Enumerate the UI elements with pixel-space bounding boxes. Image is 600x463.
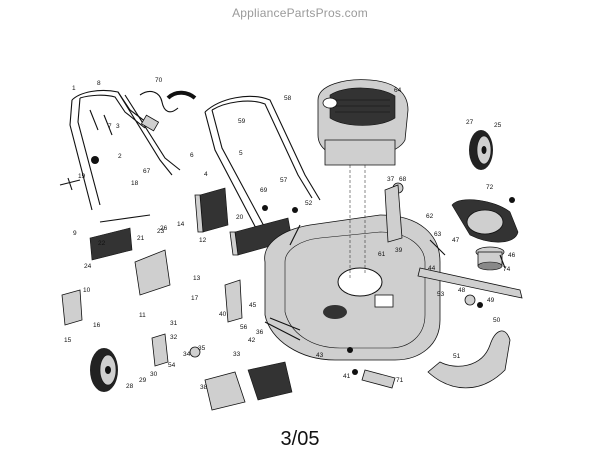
- callout-49: 49: [487, 297, 495, 304]
- cable-illustration: [139, 90, 197, 113]
- callout-44: 44: [428, 265, 436, 272]
- callout-20: 20: [236, 214, 244, 221]
- callout-32: 32: [170, 334, 178, 341]
- callout-59: 59: [238, 118, 246, 125]
- callout-46: 46: [508, 252, 516, 259]
- callout-29: 29: [139, 377, 147, 384]
- callout-5: 5: [239, 150, 243, 157]
- callout-30: 30: [150, 371, 158, 378]
- callout-33: 33: [233, 351, 241, 358]
- callout-11: 11: [139, 312, 146, 319]
- callout-2: 2: [118, 153, 122, 160]
- callout-61: 61: [378, 251, 386, 258]
- page-number: 3/05: [280, 428, 320, 450]
- callout-9: 9: [73, 230, 77, 237]
- callout-58: 58: [284, 95, 292, 102]
- callout-38: 38: [200, 384, 208, 391]
- callout-13: 13: [193, 275, 201, 282]
- callout-39: 39: [395, 247, 403, 254]
- height-adjuster-illustration: [61, 249, 243, 367]
- callout-64: 64: [394, 87, 402, 94]
- callout-34: 34: [183, 351, 191, 358]
- callout-28: 28: [126, 383, 134, 390]
- callout-24: 24: [84, 263, 92, 270]
- callout-31: 31: [170, 320, 178, 327]
- callout-74: 74: [503, 266, 511, 273]
- callout-70: 70: [155, 77, 163, 84]
- callout-8: 8: [97, 80, 101, 87]
- side-shields-illustration: [89, 187, 293, 261]
- callout-63: 63: [434, 231, 442, 238]
- front-wheel-illustration: [90, 348, 118, 392]
- lower-handle-illustration: [204, 95, 321, 233]
- callout-42: 42: [248, 337, 256, 344]
- callout-40: 40: [219, 311, 227, 318]
- callout-26: 26: [160, 225, 168, 232]
- callout-23: 23: [157, 228, 165, 235]
- callout-19: 19: [78, 173, 86, 180]
- callout-47: 47: [452, 237, 460, 244]
- watermark: AppliancePartsPros.com: [232, 6, 368, 20]
- callout-18: 18: [131, 180, 139, 187]
- callout-67: 67: [143, 168, 151, 175]
- callout-43: 43: [316, 352, 324, 359]
- rear-wheel-top-illustration: [469, 130, 493, 170]
- callout-1: 1: [72, 85, 76, 92]
- callout-71: 71: [396, 377, 404, 384]
- callout-54: 54: [168, 362, 176, 369]
- callout-45: 45: [249, 302, 257, 309]
- callout-69: 69: [260, 187, 268, 194]
- callout-16: 16: [93, 322, 101, 329]
- callout-3: 3: [116, 123, 120, 130]
- callout-7: 7: [108, 123, 112, 130]
- mower-deck-illustration: [264, 214, 446, 361]
- callout-41: 41: [343, 373, 351, 380]
- callout-57: 57: [280, 177, 288, 184]
- blade-illustration: [417, 246, 523, 299]
- callout-17: 17: [191, 295, 199, 302]
- callout-14: 14: [177, 221, 185, 228]
- engine-illustration: [317, 79, 409, 166]
- callout-22: 22: [98, 240, 106, 247]
- callout-6: 6: [190, 152, 194, 159]
- callout-12: 12: [199, 237, 207, 244]
- callout-56: 56: [240, 324, 248, 331]
- deck-skirt-illustration: [427, 330, 511, 389]
- callout-50: 50: [493, 317, 501, 324]
- callout-68: 68: [399, 176, 407, 183]
- callout-25: 25: [494, 122, 502, 129]
- callout-53: 53: [437, 291, 445, 298]
- callout-36: 36: [256, 329, 264, 336]
- upper-handle-illustration: [69, 89, 181, 211]
- callout-15: 15: [64, 337, 72, 344]
- callout-37: 37: [387, 176, 395, 183]
- callout-labels: 1 2 3 4 5 6 7 8 9 10 11 12 13 14 15 16 1…: [64, 77, 516, 391]
- callout-52: 52: [305, 200, 313, 207]
- callout-10: 10: [83, 287, 91, 294]
- callout-72: 72: [486, 184, 494, 191]
- callout-48: 48: [458, 287, 466, 294]
- rear-door-illustration: [451, 199, 519, 243]
- callout-62: 62: [426, 213, 434, 220]
- callout-51: 51: [453, 353, 461, 360]
- callout-4: 4: [204, 171, 208, 178]
- callout-35: 35: [198, 345, 206, 352]
- mulch-plug-illustration: [204, 361, 293, 411]
- callout-21: 21: [137, 235, 145, 242]
- hardware-illustration: [59, 156, 515, 389]
- callout-27: 27: [466, 119, 474, 126]
